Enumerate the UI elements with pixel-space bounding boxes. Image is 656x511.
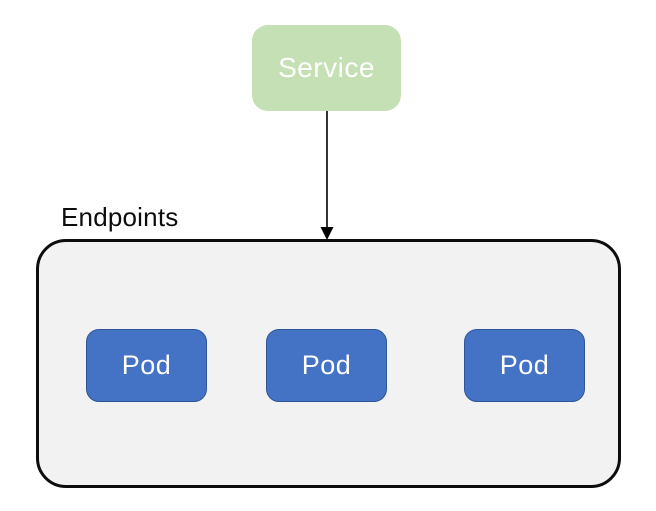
pod-node: Pod — [464, 329, 585, 402]
service-node-label: Service — [278, 52, 375, 83]
pod-node: Pod — [266, 329, 387, 402]
pod-node-label: Pod — [121, 350, 172, 380]
pod-node-label: Pod — [301, 350, 352, 380]
pod-node-label: Pod — [499, 350, 550, 380]
service-node: Service — [252, 25, 401, 111]
pod-node: Pod — [86, 329, 207, 402]
endpoints-label: Endpoints — [61, 202, 179, 232]
